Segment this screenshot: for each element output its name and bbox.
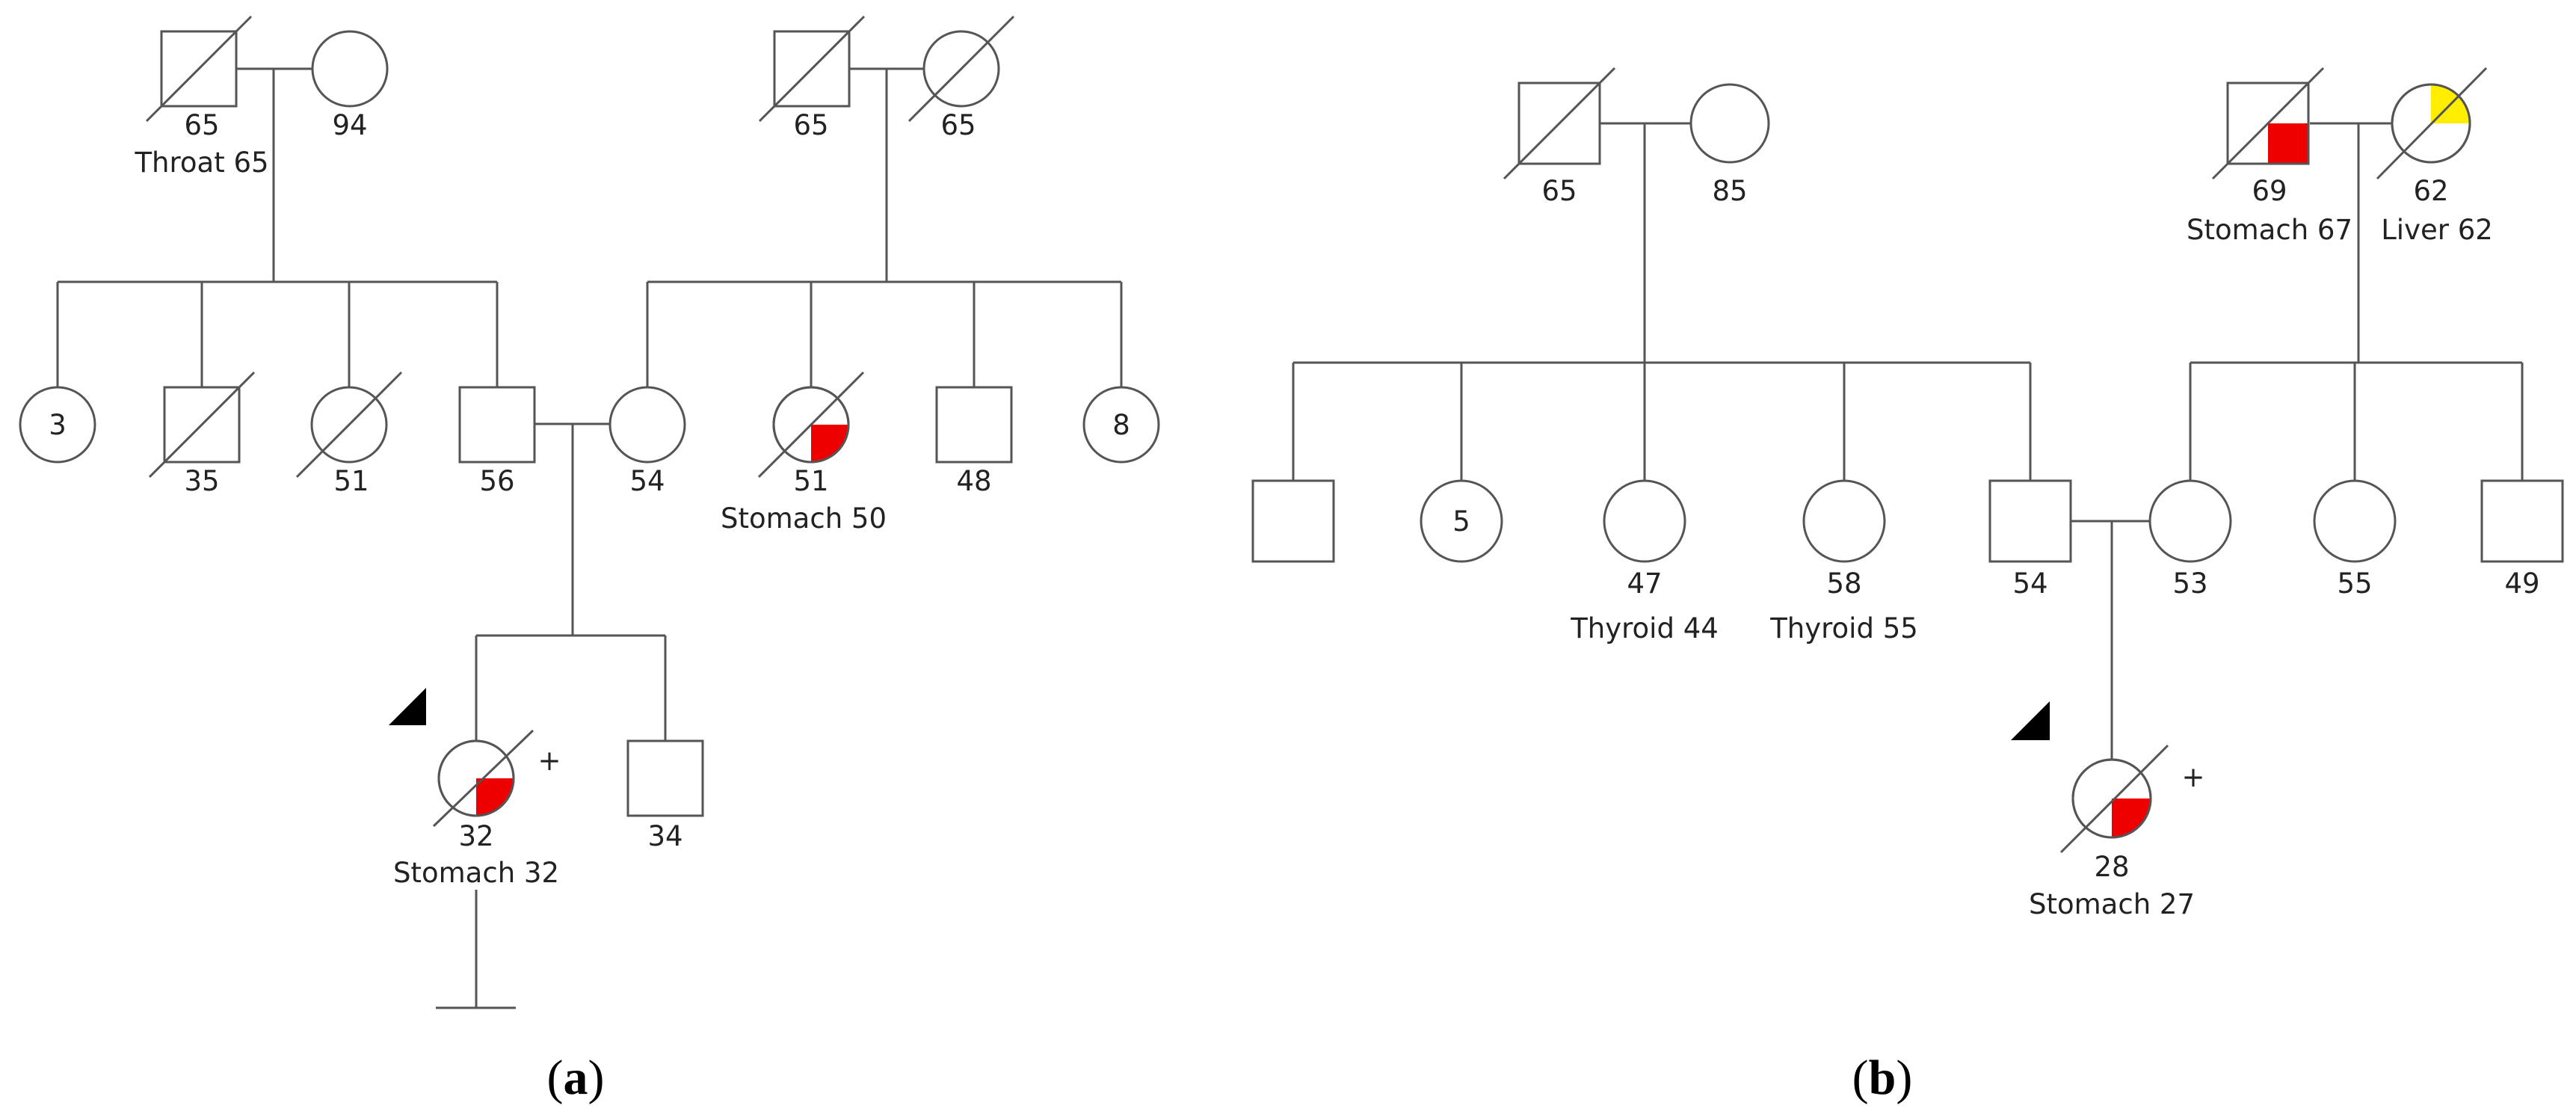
- aunt-thyroid2-b: 58 Thyroid 55: [1769, 479, 1918, 644]
- aunt-deceased-a: 51: [295, 371, 403, 497]
- age-label: 32: [458, 820, 493, 852]
- paternal-grandfather-a: 65 Throat 65: [134, 15, 269, 179]
- uncle-a: 35: [148, 371, 256, 497]
- age-label: 47: [1627, 567, 1662, 600]
- diagnosis-label: Stomach 32: [393, 857, 559, 889]
- maternal-aunt2-a: 8: [1082, 386, 1160, 464]
- age-label: 56: [479, 465, 514, 497]
- age-label: 62: [2413, 175, 2448, 207]
- maternal-uncle-a: 48: [935, 386, 1013, 497]
- proband-arrow-icon: [389, 688, 426, 725]
- proband-b: + 28 Stomach 27: [2011, 701, 2205, 920]
- maternal-grandfather-affected-b: 69 Stomach 67: [2187, 67, 2352, 246]
- age-label: 55: [2337, 567, 2372, 600]
- carrier-mark: +: [537, 745, 561, 777]
- proband-a: + 32 Stomach 32: [389, 688, 561, 889]
- age-label: 85: [1712, 175, 1747, 207]
- carrier-mark: +: [2181, 761, 2204, 793]
- stomach-cancer-quadrant: [476, 778, 514, 816]
- stomach-cancer-quadrant: [2112, 798, 2151, 837]
- connecting-lines-a: [56, 67, 1123, 1009]
- aunt-b: 5: [1420, 479, 1503, 563]
- father-a: 56: [458, 386, 536, 497]
- uncle-b: [1251, 479, 1335, 563]
- paternal-grandfather-b: 65: [1503, 67, 1616, 207]
- age-label: 65: [793, 109, 828, 141]
- maternal-uncle-b: 49: [2480, 479, 2564, 600]
- diagnosis-label: Throat 65: [134, 147, 268, 179]
- stomach-cancer-quadrant: [2268, 123, 2308, 164]
- caption-b: (b): [1852, 1050, 1913, 1105]
- age-label: 69: [2252, 175, 2287, 207]
- paternal-grandmother-a: 94: [311, 30, 389, 141]
- diagnosis-label: Liver 62: [2381, 214, 2493, 246]
- aunt-a: 3: [19, 386, 96, 464]
- diagnosis-label: Thyroid 55: [1769, 612, 1918, 644]
- father-b: 54: [1988, 479, 2072, 600]
- count-label: 5: [1452, 505, 1470, 538]
- paternal-grandmother-b: 85: [1689, 83, 1770, 207]
- age-label: 49: [2504, 567, 2539, 600]
- age-label: 28: [2094, 851, 2129, 883]
- caption-a: (a): [547, 1050, 605, 1105]
- maternal-aunt-affected-a: 51 Stomach 50: [721, 371, 887, 535]
- age-label: 51: [793, 465, 828, 497]
- age-label: 48: [956, 465, 991, 497]
- proband-arrow-icon: [2011, 701, 2050, 740]
- diagnosis-label: Stomach 27: [2029, 888, 2195, 920]
- maternal-grandmother-affected-b: 62 Liver 62: [2376, 67, 2493, 246]
- age-label: 94: [332, 109, 367, 141]
- age-label: 54: [629, 465, 665, 497]
- diagnosis-label: Stomach 67: [2187, 214, 2352, 246]
- pedigree-a: 65 Throat 65 94 65 65 3 35: [19, 15, 1160, 1105]
- maternal-grandmother-a: 65: [908, 15, 1015, 141]
- age-label: 51: [333, 465, 369, 497]
- aunt-thyroid-b: 47 Thyroid 44: [1570, 479, 1719, 644]
- age-label: 35: [184, 465, 219, 497]
- count-label: 8: [1112, 409, 1130, 441]
- age-label: 65: [940, 109, 976, 141]
- age-label: 34: [647, 820, 682, 852]
- age-label: 65: [184, 109, 219, 141]
- stomach-cancer-quadrant: [811, 425, 848, 462]
- age-label: 53: [2172, 567, 2207, 600]
- count-label: 3: [49, 409, 67, 441]
- mother-b: 53: [2148, 479, 2232, 600]
- age-label: 58: [1826, 567, 1861, 600]
- diagnosis-label: Stomach 50: [721, 502, 887, 535]
- maternal-grandfather-a: 65: [758, 15, 866, 141]
- age-label: 54: [2012, 567, 2047, 600]
- mother-a: 54: [608, 386, 686, 497]
- pedigree-b: 65 85 69 Stomach 67 62 Liver 62: [1251, 67, 2564, 1105]
- diagnosis-label: Thyroid 44: [1570, 612, 1719, 644]
- brother-a: 34: [626, 739, 704, 852]
- connecting-lines-b: [1292, 122, 2524, 760]
- age-label: 65: [1541, 175, 1577, 207]
- maternal-aunt-b: 55: [2313, 479, 2397, 600]
